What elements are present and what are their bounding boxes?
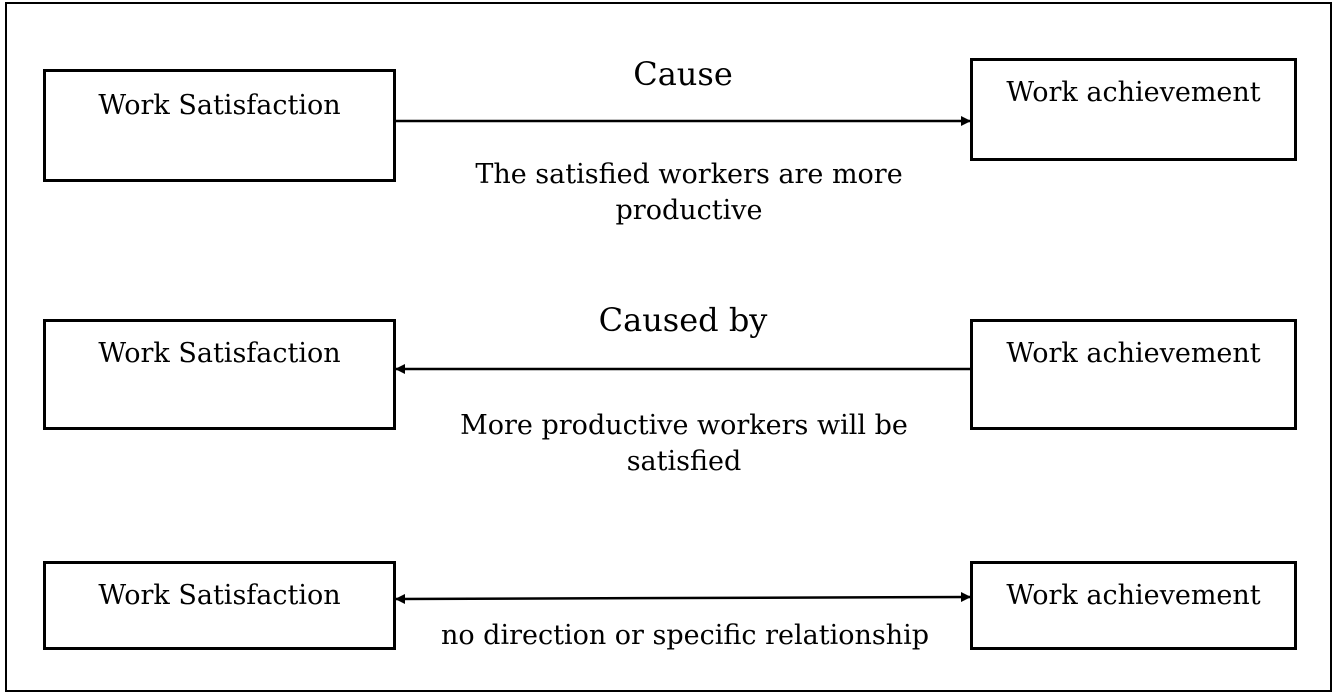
diagram-frame [5, 2, 1332, 692]
arrow-bidirectional [395, 592, 971, 604]
work-achievement-label-2: Work achievement [1006, 338, 1261, 369]
relation-description-1: The satisfied workers are more productiv… [400, 157, 978, 229]
work-satisfaction-box-3: Work Satisfaction [43, 561, 396, 650]
relation-description-1-line-2: productive [615, 195, 763, 226]
relation-description-1-line-1: The satisfied workers are more [475, 159, 903, 190]
work-satisfaction-label-3: Work Satisfaction [98, 580, 341, 611]
relation-description-2-line-1: More productive workers will be [460, 410, 908, 441]
work-achievement-label-1: Work achievement [1006, 77, 1261, 108]
relation-description-3: no direction or specific relationship [385, 618, 985, 654]
work-satisfaction-label-1: Work Satisfaction [98, 90, 341, 121]
relation-description-3-line-1: no direction or specific relationship [440, 620, 930, 651]
relation-title-caused-by: Caused by [598, 301, 768, 339]
work-achievement-box-2: Work achievement [970, 319, 1297, 430]
work-achievement-label-3: Work achievement [1006, 580, 1261, 611]
relation-title-cause: Cause [633, 55, 733, 93]
relation-description-2: More productive workers will be satisfie… [395, 408, 973, 480]
work-achievement-box-3: Work achievement [970, 561, 1297, 650]
work-achievement-box-1: Work achievement [970, 58, 1297, 161]
work-satisfaction-box-2: Work Satisfaction [43, 319, 396, 430]
work-satisfaction-box-1: Work Satisfaction [43, 69, 396, 182]
work-satisfaction-label-2: Work Satisfaction [98, 338, 341, 369]
relation-description-2-line-2: satisfied [626, 446, 742, 477]
